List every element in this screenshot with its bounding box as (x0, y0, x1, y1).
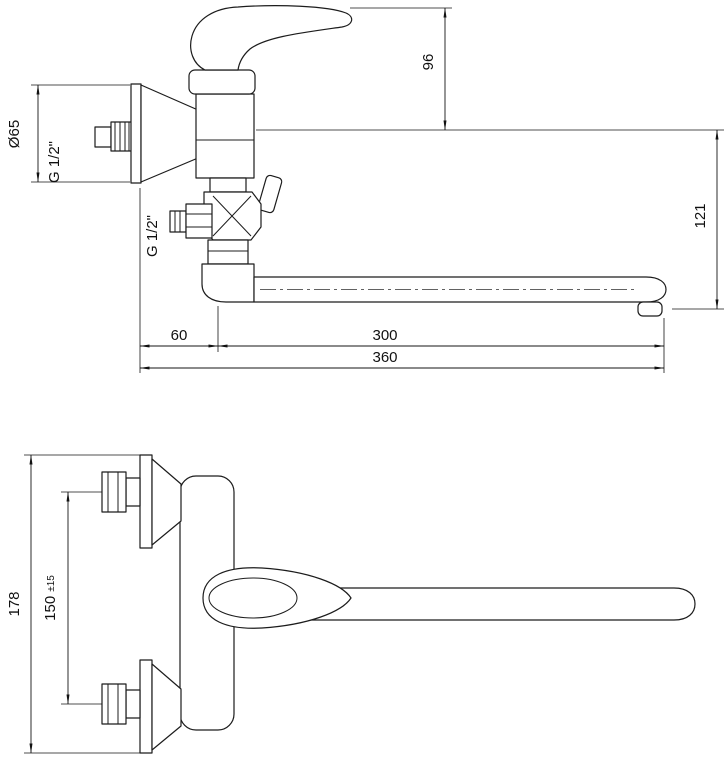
front-view: 178 150±15 (6, 454, 696, 754)
front-top-cone (151, 458, 182, 546)
front-handle (202, 567, 352, 629)
side-view-faucet (94, 5, 667, 317)
dim-label-360: 360 (372, 349, 397, 366)
side-view-dimensions: 96 121 Ø65 G 1/2" G 1/2" 60 300 360 (6, 7, 724, 373)
outlet-stub (169, 210, 187, 233)
dim-label-96: 96 (420, 54, 437, 71)
front-handle-inner (208, 577, 298, 619)
spout-adapter (207, 239, 249, 265)
front-top-plate (139, 454, 153, 549)
outlet-nut (185, 203, 213, 239)
dim-label-150: 150±15 (42, 575, 59, 621)
diverter-knob (257, 174, 283, 214)
front-bottom-plate (139, 659, 153, 754)
front-top-nut-lines (107, 472, 119, 512)
diverter-neck (209, 177, 247, 193)
front-view-faucet (101, 454, 696, 754)
dim-label-60: 60 (171, 327, 188, 344)
inlet-nipple-end (94, 126, 112, 148)
faucet-body (195, 93, 255, 179)
side-view: 96 121 Ø65 G 1/2" G 1/2" 60 300 360 (6, 5, 724, 373)
front-top-nut (101, 471, 127, 513)
front-view-dimensions: 178 150±15 (6, 454, 140, 754)
spout-pivot (201, 263, 255, 303)
thread-label-top: G 1/2" (46, 141, 63, 183)
dim-label-121: 121 (692, 203, 709, 228)
front-bottom-nut (101, 683, 127, 725)
diverter-knob-shape (257, 174, 283, 214)
front-top-stub (125, 477, 141, 507)
inlet-thread-lines (114, 122, 130, 151)
aerator (637, 301, 663, 317)
front-bottom-nut-lines (107, 684, 119, 724)
front-bottom-stub (125, 689, 141, 719)
dim-label-65: Ø65 (6, 120, 23, 148)
dim-label-300: 300 (372, 327, 397, 344)
wall-plate (130, 83, 142, 184)
outlet-nut-lines (186, 213, 212, 228)
thread-label-bottom: G 1/2" (144, 215, 161, 257)
cartridge-cap (188, 69, 256, 95)
diverter-facets (212, 195, 252, 237)
lever-handle (190, 5, 353, 71)
outlet-stub-lines (174, 211, 181, 232)
front-bottom-cone (151, 663, 182, 751)
dim-label-178: 178 (6, 591, 23, 616)
